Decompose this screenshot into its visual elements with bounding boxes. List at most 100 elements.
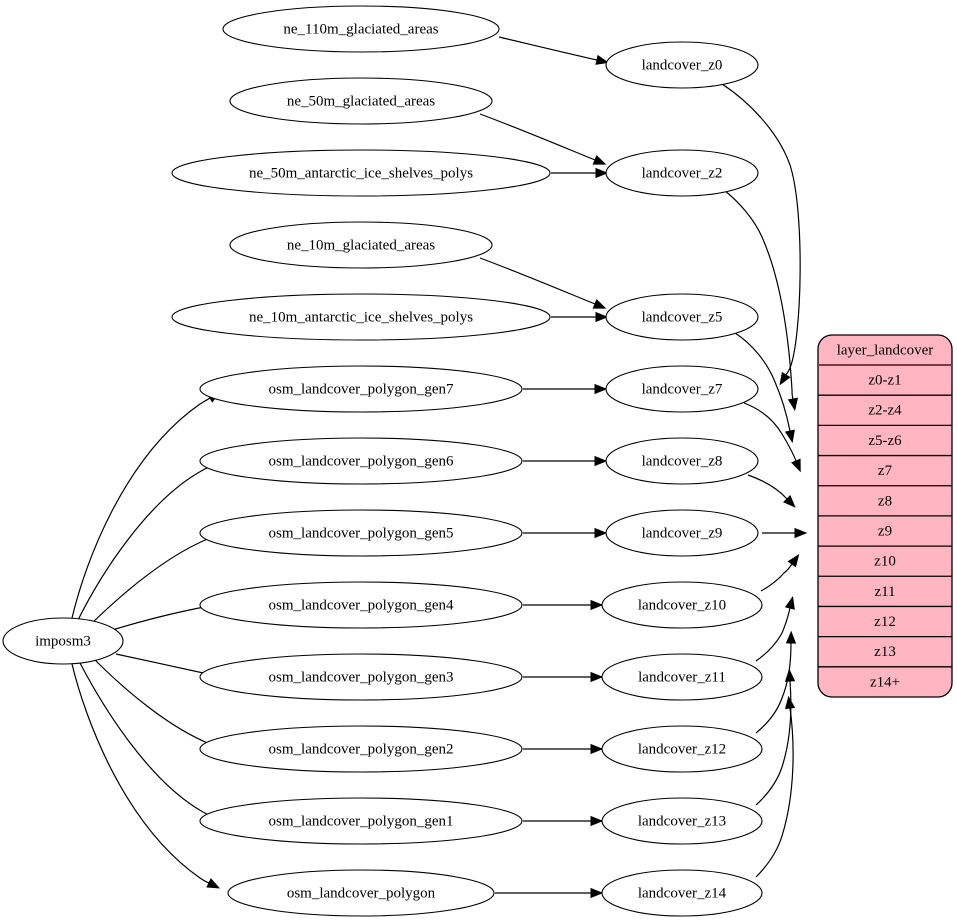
edge-arrowhead [782,495,796,508]
node-landcover_z10-shape [601,581,763,629]
node-ne_50m_antarctic_ice_shelves_polys[interactable]: ne_50m_antarctic_ice_shelves_polys [171,149,551,197]
layer-landcover-row-z8[interactable]: z8 [818,485,952,510]
edge-landcover_z0-to-layer_landcover_z0-z1 [721,83,801,386]
edge-osm_landcover_polygon_gen5-to-landcover_z9 [523,527,608,539]
layer-landcover-row-z5-z6[interactable]: z5-z6 [818,424,952,449]
edge-arrowhead [784,668,796,682]
edge-imposm3-to-osm_landcover_polygon_gen6 [77,461,225,621]
node-ne_50m_glaciated_areas[interactable]: ne_50m_glaciated_areas [229,77,493,125]
edge-landcover_z12-to-layer_landcover_z12 [755,630,797,734]
edge-arrowhead [794,527,808,539]
edge-arrowhead [594,527,608,539]
node-landcover_z12[interactable]: landcover_z12 [601,725,763,773]
node-landcover_z5[interactable]: landcover_z5 [605,293,759,341]
edge-ne_50m_antarctic_ice_shelves_polys-to-landcover_z2 [551,167,609,179]
layer-landcover-row-z0-z1[interactable]: z0-z1 [868,373,901,389]
node-landcover_z12-label: landcover_z12 [638,741,726,757]
edge-osm_landcover_polygon_gen6-to-landcover_z8 [523,455,608,467]
node-landcover_z11-label: landcover_z11 [638,669,726,685]
layer-landcover-row-label: z11 [874,584,895,600]
node-imposm3[interactable]: imposm3 [2,617,124,665]
node-osm_landcover_polygon_gen7-label: osm_landcover_polygon_gen7 [269,381,454,397]
node-landcover_z7[interactable]: landcover_z7 [605,365,759,413]
edge-osm_landcover_polygon_gen2-to-landcover_z12 [522,743,604,755]
layer-landcover-row-label: z7 [878,463,893,479]
edge-line [755,707,794,878]
edge-arrowhead [784,695,796,710]
edge-line [760,563,793,592]
node-landcover_z14-label: landcover_z14 [638,885,727,901]
node-landcover_z14-shape [601,869,763,917]
node-landcover_z5-label: landcover_z5 [642,309,723,325]
node-osm_landcover_polygon_gen4[interactable]: osm_landcover_polygon_gen4 [199,581,523,629]
edge-arrowhead [595,167,609,179]
layer-landcover-row-label: z0-z1 [868,373,901,389]
edge-line [71,663,210,884]
edge-osm_landcover_polygon_gen3-to-landcover_z11 [523,671,604,683]
layer-landcover-row-z10[interactable]: z10 [818,545,952,570]
node-ne_10m_glaciated_areas-shape [229,221,493,269]
edge-line [721,83,801,376]
node-osm_landcover_polygon[interactable]: osm_landcover_polygon [227,869,495,917]
edge-arrowhead [590,815,604,827]
node-landcover_z0[interactable]: landcover_z0 [605,41,759,89]
layer-landcover-row-z13[interactable]: z13 [818,635,952,661]
layer-landcover-row-z11[interactable]: z11 [818,575,952,600]
layer-landcover-row-label: z14+ [870,674,900,690]
layer-landcover-row-label: z9 [878,523,892,539]
node-osm_landcover_polygon_gen6[interactable]: osm_landcover_polygon_gen6 [199,437,523,485]
node-landcover_z13[interactable]: landcover_z13 [601,797,763,845]
node-landcover_z7-label: landcover_z7 [642,381,723,397]
node-landcover_z11[interactable]: landcover_z11 [601,653,763,701]
node-osm_landcover_polygon_gen5[interactable]: osm_landcover_polygon_gen5 [199,509,523,557]
node-osm_landcover_polygon_gen6-shape [199,437,523,485]
node-osm_landcover_polygon_gen2[interactable]: osm_landcover_polygon_gen2 [199,725,523,773]
node-landcover_z2[interactable]: landcover_z2 [605,149,759,197]
layer-landcover-row-z2-z4[interactable]: z2-z4 [818,394,952,419]
layer-landcover-row-z9[interactable]: z9 [818,515,952,540]
node-osm_landcover_polygon_gen1[interactable]: osm_landcover_polygon_gen1 [199,797,523,845]
node-ne_10m_antarctic_ice_shelves_polys[interactable]: ne_10m_antarctic_ice_shelves_polys [171,293,551,341]
edge-arrowhead [590,599,604,611]
node-landcover_z8-shape [605,437,759,485]
node-ne_10m_glaciated_areas-label: ne_10m_glaciated_areas [287,237,435,253]
layer-landcover-row-label: z10 [874,554,896,570]
node-ne_50m_antarctic_ice_shelves_polys-label: ne_50m_antarctic_ice_shelves_polys [249,165,473,181]
node-landcover_z9[interactable]: landcover_z9 [605,509,759,557]
node-ne_10m_antarctic_ice_shelves_polys-label: ne_10m_antarctic_ice_shelves_polys [249,309,473,325]
node-landcover_z7-shape [605,365,759,413]
node-ne_10m_glaciated_areas[interactable]: ne_10m_glaciated_areas [229,221,493,269]
layer-landcover-row-label: z8 [878,493,892,509]
node-osm_landcover_polygon_gen5-label: osm_landcover_polygon_gen5 [269,525,454,541]
node-imposm3-shape [2,617,124,665]
node-ne_110m_glaciated_areas[interactable]: ne_110m_glaciated_areas [222,5,500,53]
node-osm_landcover_polygon_gen3-shape [199,653,523,701]
node-landcover_z8[interactable]: landcover_z8 [605,437,759,485]
node-ne_50m_glaciated_areas-label: ne_50m_glaciated_areas [287,93,435,109]
node-landcover_z14[interactable]: landcover_z14 [601,869,763,917]
layer-landcover-row-label: z5-z6 [868,433,902,449]
edge-line [747,474,788,500]
layer-landcover-row-z7[interactable]: z7 [818,454,952,480]
node-osm_landcover_polygon_gen3[interactable]: osm_landcover_polygon_gen3 [199,653,523,701]
edges-layer [71,36,808,899]
nodes-layer: ne_110m_glaciated_areas ne_50m_glaciated_… [2,5,763,917]
layer-landcover-table[interactable]: layer_landcoverz0-z1z2-z4z5-z6z7z8z9z10z… [817,334,953,698]
layer-landcover-row-z14+[interactable]: z14+ [818,666,952,691]
node-osm_landcover_polygon_gen3-label: osm_landcover_polygon_gen3 [269,669,454,685]
edge-arrowhead [595,311,609,323]
edge-landcover_z14-to-layer_landcover_z14+ [755,695,796,878]
layer-landcover-row-z12[interactable]: z12 [818,605,952,630]
node-landcover_z0-shape [605,41,759,89]
node-landcover_z10[interactable]: landcover_z10 [601,581,763,629]
edge-arrowhead [785,630,797,644]
node-landcover_z12-shape [601,725,763,773]
edge-arrowhead [784,429,795,444]
node-osm_landcover_polygon_gen7[interactable]: osm_landcover_polygon_gen7 [199,365,523,413]
edge-line [71,397,211,619]
edge-line [755,607,791,662]
edge-arrowhead [590,671,604,683]
edge-arrowhead [787,397,798,412]
edge-imposm3-to-osm_landcover_polygon [71,663,221,889]
node-landcover_z13-label: landcover_z13 [638,813,726,829]
